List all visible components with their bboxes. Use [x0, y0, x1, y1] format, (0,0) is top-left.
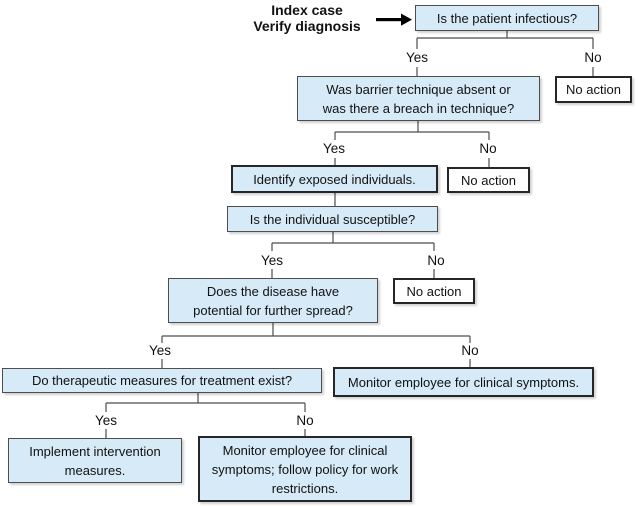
- node-no-action-1: No action: [555, 76, 632, 103]
- start-label: Index case Verify diagnosis: [248, 2, 366, 34]
- branch-yes-5: Yes: [94, 413, 118, 428]
- start-arrow-icon: [376, 13, 412, 26]
- node-implement-intervention: Implement intervention measures.: [8, 438, 182, 483]
- node-is-patient-infectious: Is the patient infectious?: [415, 5, 599, 31]
- branch-no-4: No: [461, 343, 479, 358]
- branch-no-2: No: [479, 141, 497, 156]
- node-therapeutic-measures: Do therapeutic measures for treatment ex…: [2, 368, 322, 393]
- branch-no-5: No: [296, 413, 314, 428]
- connector-spread-split: [161, 323, 471, 368]
- connector-susceptible-split: [271, 232, 435, 278]
- connector-infectious-split: [416, 31, 594, 76]
- branch-yes-2: Yes: [322, 141, 346, 156]
- node-no-action-2: No action: [447, 167, 530, 193]
- node-monitor-work-restrictions: Monitor employee for clinical symptoms; …: [198, 436, 412, 502]
- branch-no-1: No: [584, 50, 602, 65]
- start-label-line2: Verify diagnosis: [253, 18, 361, 34]
- node-monitor-symptoms: Monitor employee for clinical symptoms.: [333, 367, 594, 397]
- start-label-line1: Index case: [271, 2, 343, 18]
- branch-no-3: No: [427, 253, 445, 268]
- node-individual-susceptible: Is the individual susceptible?: [227, 206, 438, 232]
- branch-yes-1: Yes: [405, 50, 429, 65]
- node-potential-spread: Does the disease have potential for furt…: [168, 278, 378, 323]
- branch-yes-3: Yes: [260, 253, 284, 268]
- connector-therapeutic-split: [105, 393, 306, 438]
- node-identify-exposed: Identify exposed individuals.: [231, 165, 438, 193]
- node-barrier-technique: Was barrier technique absent or was ther…: [297, 76, 540, 121]
- branch-yes-4: Yes: [148, 343, 172, 358]
- node-no-action-3: No action: [393, 278, 475, 304]
